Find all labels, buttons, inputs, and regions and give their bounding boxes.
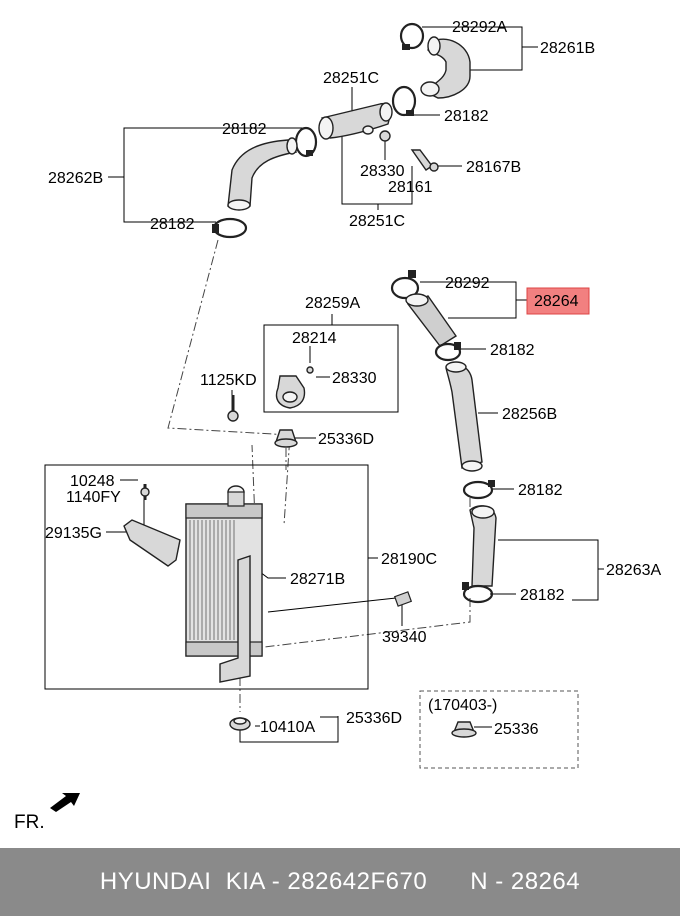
- label-10410A: 10410A: [260, 719, 315, 736]
- front-direction-indicator: FR.: [14, 793, 80, 833]
- label-25336D-a: 25336D: [318, 431, 374, 448]
- part-28264-hose: [405, 293, 457, 347]
- label-28182-c: 28182: [150, 216, 195, 233]
- footer-brand-part-number: HYUNDAI KIA - 282642F670: [99, 868, 428, 895]
- part-39340-sensor: [393, 591, 413, 607]
- leader-lines: [44, 26, 604, 769]
- label-10248: 10248: [70, 473, 115, 490]
- front-arrow-icon: [50, 793, 80, 812]
- label-28214: 28214: [292, 330, 337, 347]
- label-28256B: 28256B: [502, 406, 557, 423]
- clamp-28182-f: [462, 582, 494, 604]
- label-28182-e: 28182: [518, 482, 563, 499]
- part-28259A-bracket: [275, 366, 314, 409]
- label-28259A: 28259A: [305, 295, 360, 312]
- label-39340: 39340: [382, 629, 427, 646]
- clamp-28182-d: [434, 342, 462, 362]
- clamp-28182-e: [462, 480, 495, 500]
- label-28292: 28292: [445, 275, 490, 292]
- part-10248-bolt: [140, 484, 150, 500]
- highlight-box-28264: [526, 287, 590, 315]
- part-28251C-pipe: [318, 102, 393, 140]
- label-28262B: 28262B: [48, 170, 103, 187]
- label-29135G: 29135G: [45, 525, 102, 542]
- part-28261B-hose: [420, 36, 471, 99]
- label-1125KD: 1125KD: [200, 372, 257, 389]
- part-28330-grommet: [379, 130, 391, 142]
- part-10410A-cap: [229, 717, 251, 731]
- label-28161: 28161: [388, 179, 433, 196]
- label-28182-b: 28182: [222, 121, 267, 138]
- footer-diagram-number: N - 28264: [470, 868, 581, 895]
- label-25336: 25336: [494, 721, 539, 738]
- label-28271B: 28271B: [290, 571, 345, 588]
- footer-bar: HYUNDAI KIA - 282642F670 N - 28264: [0, 848, 680, 916]
- label-28167B: 28167B: [466, 159, 521, 176]
- label-28251C-bottom: 28251C: [349, 213, 405, 230]
- label-28263A: 28263A: [606, 562, 661, 579]
- label-28264: 28264: [534, 293, 579, 310]
- label-28251C-top: 28251C: [323, 70, 379, 87]
- part-25336-cap: [451, 721, 477, 738]
- part-28167B-bolt: [410, 149, 439, 172]
- clamp-28292: [390, 270, 420, 300]
- parts-diagram: 28292A 28261B 28251C 28182 28182 28262B …: [14, 19, 661, 833]
- part-28271B-baffle: [219, 555, 251, 683]
- footer-gap: [427, 868, 470, 896]
- clamp-28182-left: [212, 217, 248, 239]
- fr-label: FR.: [14, 812, 45, 833]
- part-28262B-hose: [227, 137, 298, 211]
- part-1125KD-bolt: [227, 395, 239, 422]
- label-28182-f: 28182: [520, 587, 565, 604]
- label-28292A: 28292A: [452, 19, 507, 36]
- clamp-28182-upper-right: [391, 85, 417, 117]
- label-28190C: 28190C: [381, 551, 437, 568]
- label-28261B: 28261B: [540, 40, 595, 57]
- part-29135G-bracket: [123, 519, 181, 567]
- label-25336D-b: 25336D: [346, 710, 402, 727]
- label-28330-a: 28330: [360, 163, 405, 180]
- label-28182-d: 28182: [490, 342, 535, 359]
- part-25336D-cap: [274, 429, 298, 448]
- part-28256B-pipe: [445, 361, 483, 472]
- label-170403: (170403-): [428, 697, 497, 714]
- clamp-28292A: [399, 22, 425, 50]
- part-28263A-hose: [469, 505, 497, 587]
- clamp-28182-upper-left: [294, 126, 318, 158]
- label-28182-a: 28182: [444, 108, 489, 125]
- label-28330-b: 28330: [332, 370, 377, 387]
- label-1140FY: 1140FY: [66, 489, 121, 506]
- part-labels: 28292A 28261B 28251C 28182 28182 28262B …: [45, 19, 661, 738]
